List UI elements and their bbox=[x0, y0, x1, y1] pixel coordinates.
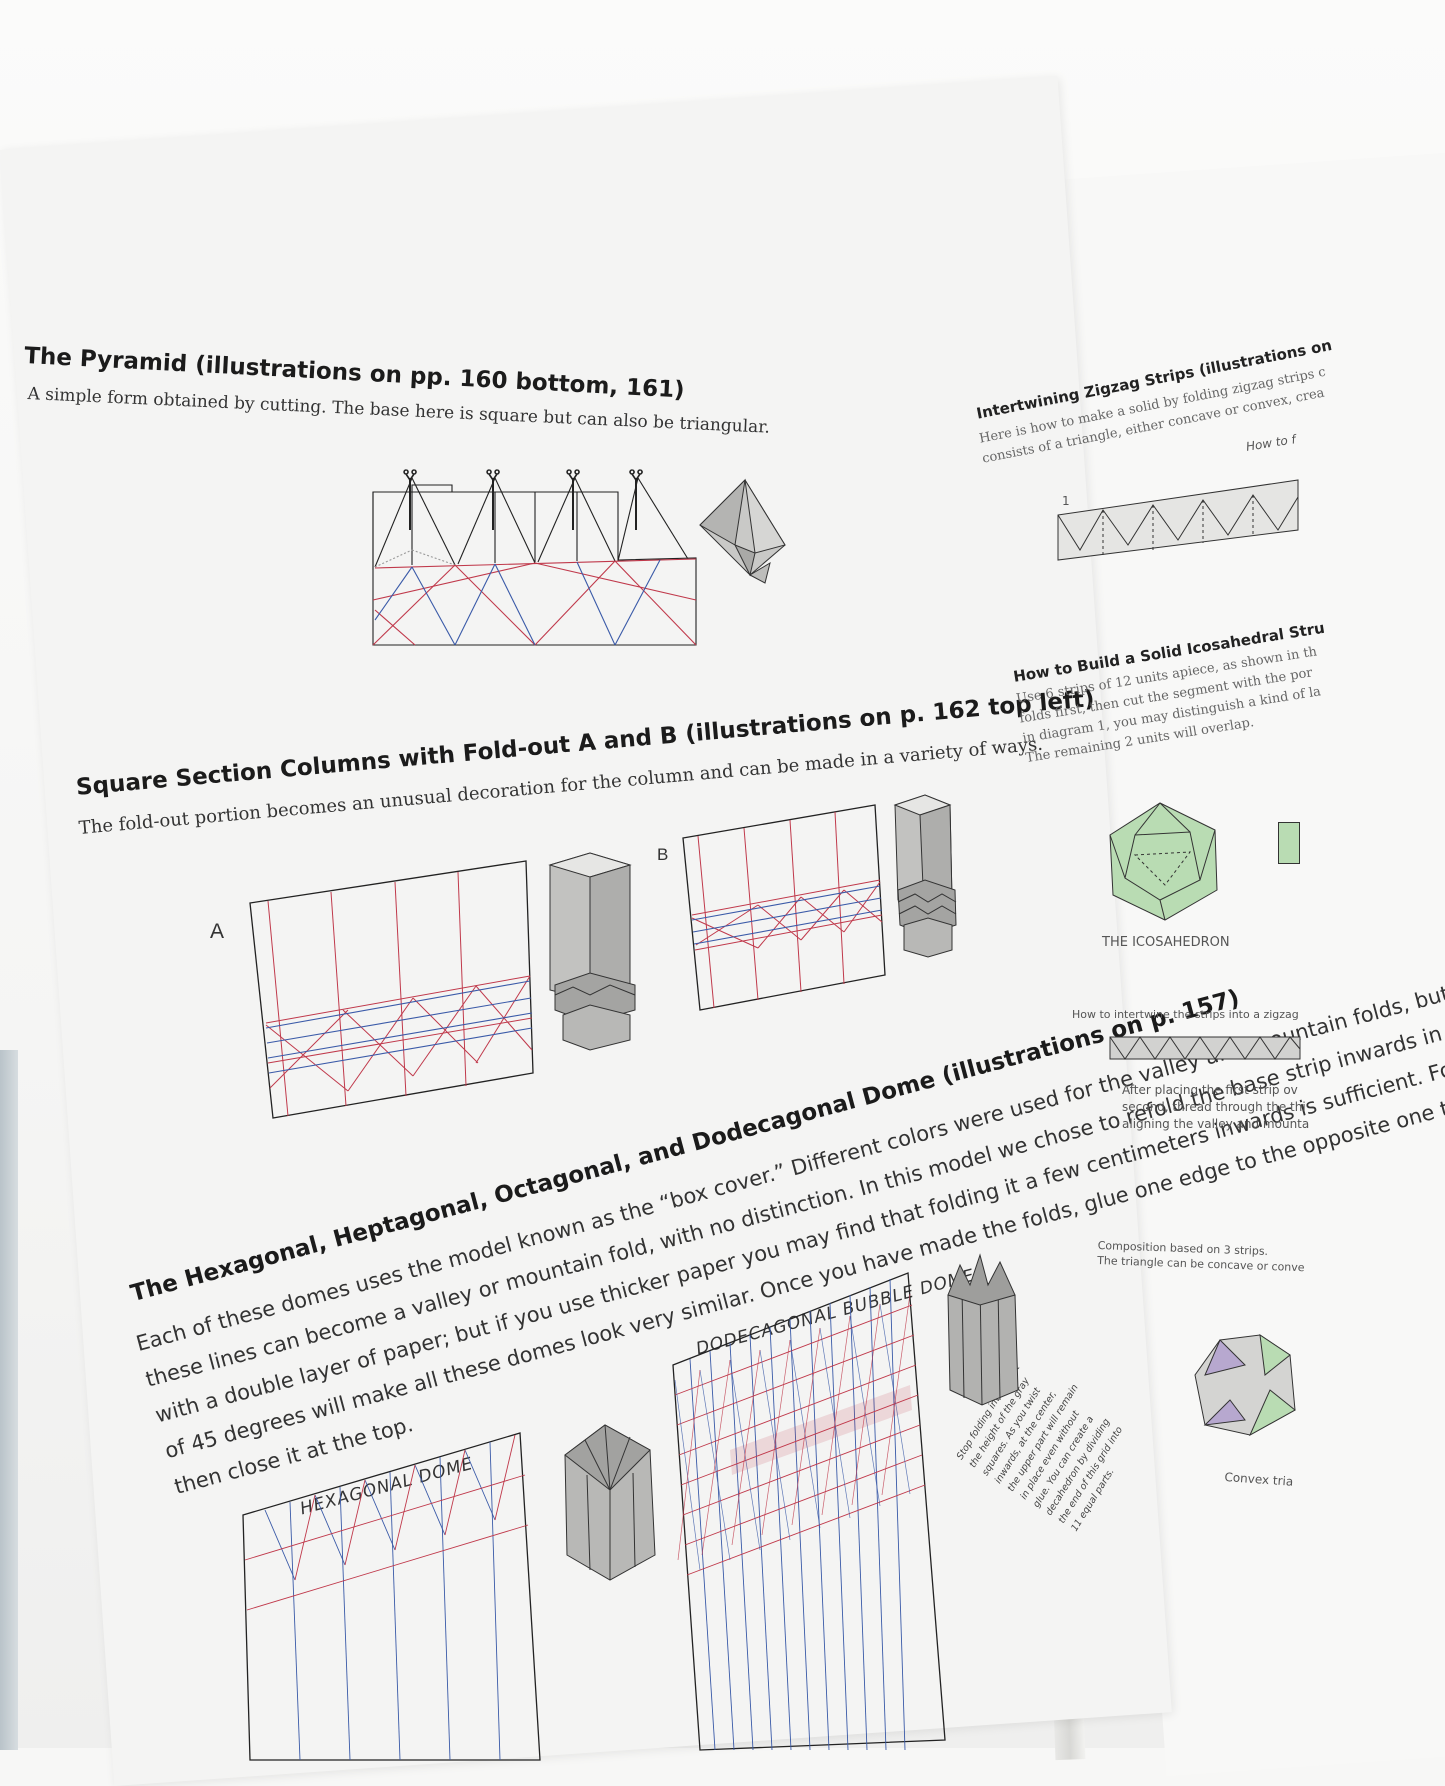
dodecagonal-dome-net-diagram bbox=[672, 1272, 946, 1751]
after-placing-line: After placing the first strip ov bbox=[1122, 1083, 1298, 1097]
pyramid-model bbox=[699, 478, 786, 584]
pyramid-net-diagram bbox=[372, 469, 697, 646]
hexagonal-dome-model bbox=[564, 1424, 656, 1581]
zigzag-strip-diagram bbox=[1057, 479, 1299, 561]
hexagonal-dome-net-diagram bbox=[242, 1432, 541, 1761]
column-b-model bbox=[893, 794, 957, 958]
after-placing-line: aligning the valley and mounta bbox=[1122, 1117, 1310, 1131]
column-a-model bbox=[548, 852, 636, 1051]
dodecagonal-dome-model bbox=[947, 1253, 1019, 1406]
after-placing-text: After placing the first strip ov second,… bbox=[1122, 1082, 1309, 1133]
label-a: A bbox=[210, 920, 225, 943]
column-a-net-diagram bbox=[249, 860, 534, 1119]
page-stack-edge bbox=[0, 1050, 18, 1750]
label-b: B bbox=[657, 845, 669, 864]
intertwine-caption: How to intertwine the strips into a zigz… bbox=[1072, 1008, 1299, 1021]
icosahedron-partial-model bbox=[1278, 822, 1300, 864]
icosahedron-model bbox=[1109, 802, 1218, 921]
column-b-net-diagram bbox=[682, 804, 886, 1011]
after-placing-line: second, thread through the thi bbox=[1122, 1100, 1306, 1114]
intertwine-strip-diagram bbox=[1109, 1036, 1301, 1060]
composition-model bbox=[1194, 1333, 1296, 1437]
zigzag-step-label: 1 bbox=[1062, 494, 1070, 508]
icosahedron-caption: THE ICOSAHEDRON bbox=[1102, 935, 1230, 950]
